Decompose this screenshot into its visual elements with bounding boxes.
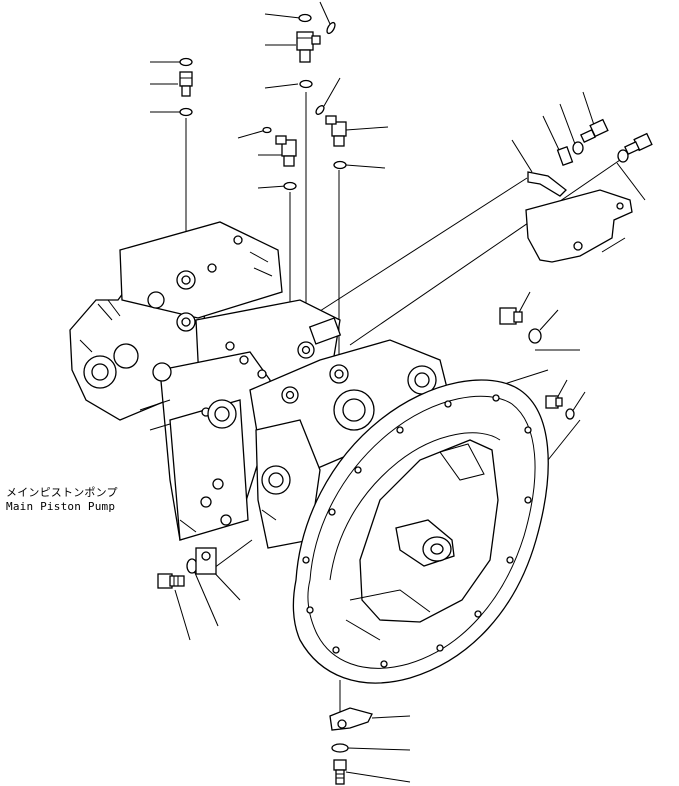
- plug-icon: [545, 395, 563, 409]
- large-bracket-icon: [525, 189, 633, 263]
- bottom-parts: [157, 547, 373, 785]
- o-ring-icon: [326, 21, 336, 35]
- o-ring-icon: [283, 181, 297, 191]
- o-ring-icon: [565, 408, 575, 420]
- o-ring-icon: [333, 160, 347, 170]
- plug-icon: [499, 307, 523, 325]
- washer-icon: [331, 743, 349, 753]
- o-ring-icon: [315, 105, 325, 115]
- o-ring-icon: [528, 328, 542, 344]
- bracket-icon: [527, 171, 567, 197]
- top-parts: [179, 13, 653, 420]
- main-piston-pump: [69, 221, 451, 549]
- elbow-fitting-icon: [275, 135, 297, 167]
- part-label-japanese: メインピストンポンプ: [6, 486, 118, 499]
- o-ring-icon: [262, 126, 272, 134]
- pump-shaft: [395, 519, 455, 567]
- o-ring-icon: [179, 107, 193, 117]
- bolt-icon: [333, 759, 347, 785]
- elbow-fitting-icon: [325, 115, 347, 147]
- bolt-icon: [624, 132, 653, 156]
- o-ring-icon: [299, 79, 313, 89]
- bolt-icon: [580, 118, 609, 144]
- bracket-icon: [329, 707, 373, 731]
- bolt-icon: [157, 573, 185, 589]
- o-ring-icon: [179, 57, 193, 67]
- elbow-fitting-icon: [296, 31, 321, 63]
- clamp-icon: [195, 547, 217, 575]
- pump-flange: [292, 379, 549, 684]
- bracket-icon: [556, 145, 574, 167]
- washer-icon: [617, 149, 629, 163]
- o-ring-icon: [298, 13, 312, 23]
- part-label-english: Main Piston Pump: [6, 500, 116, 513]
- straight-fitting-icon: [179, 71, 193, 97]
- washer-icon: [572, 141, 584, 155]
